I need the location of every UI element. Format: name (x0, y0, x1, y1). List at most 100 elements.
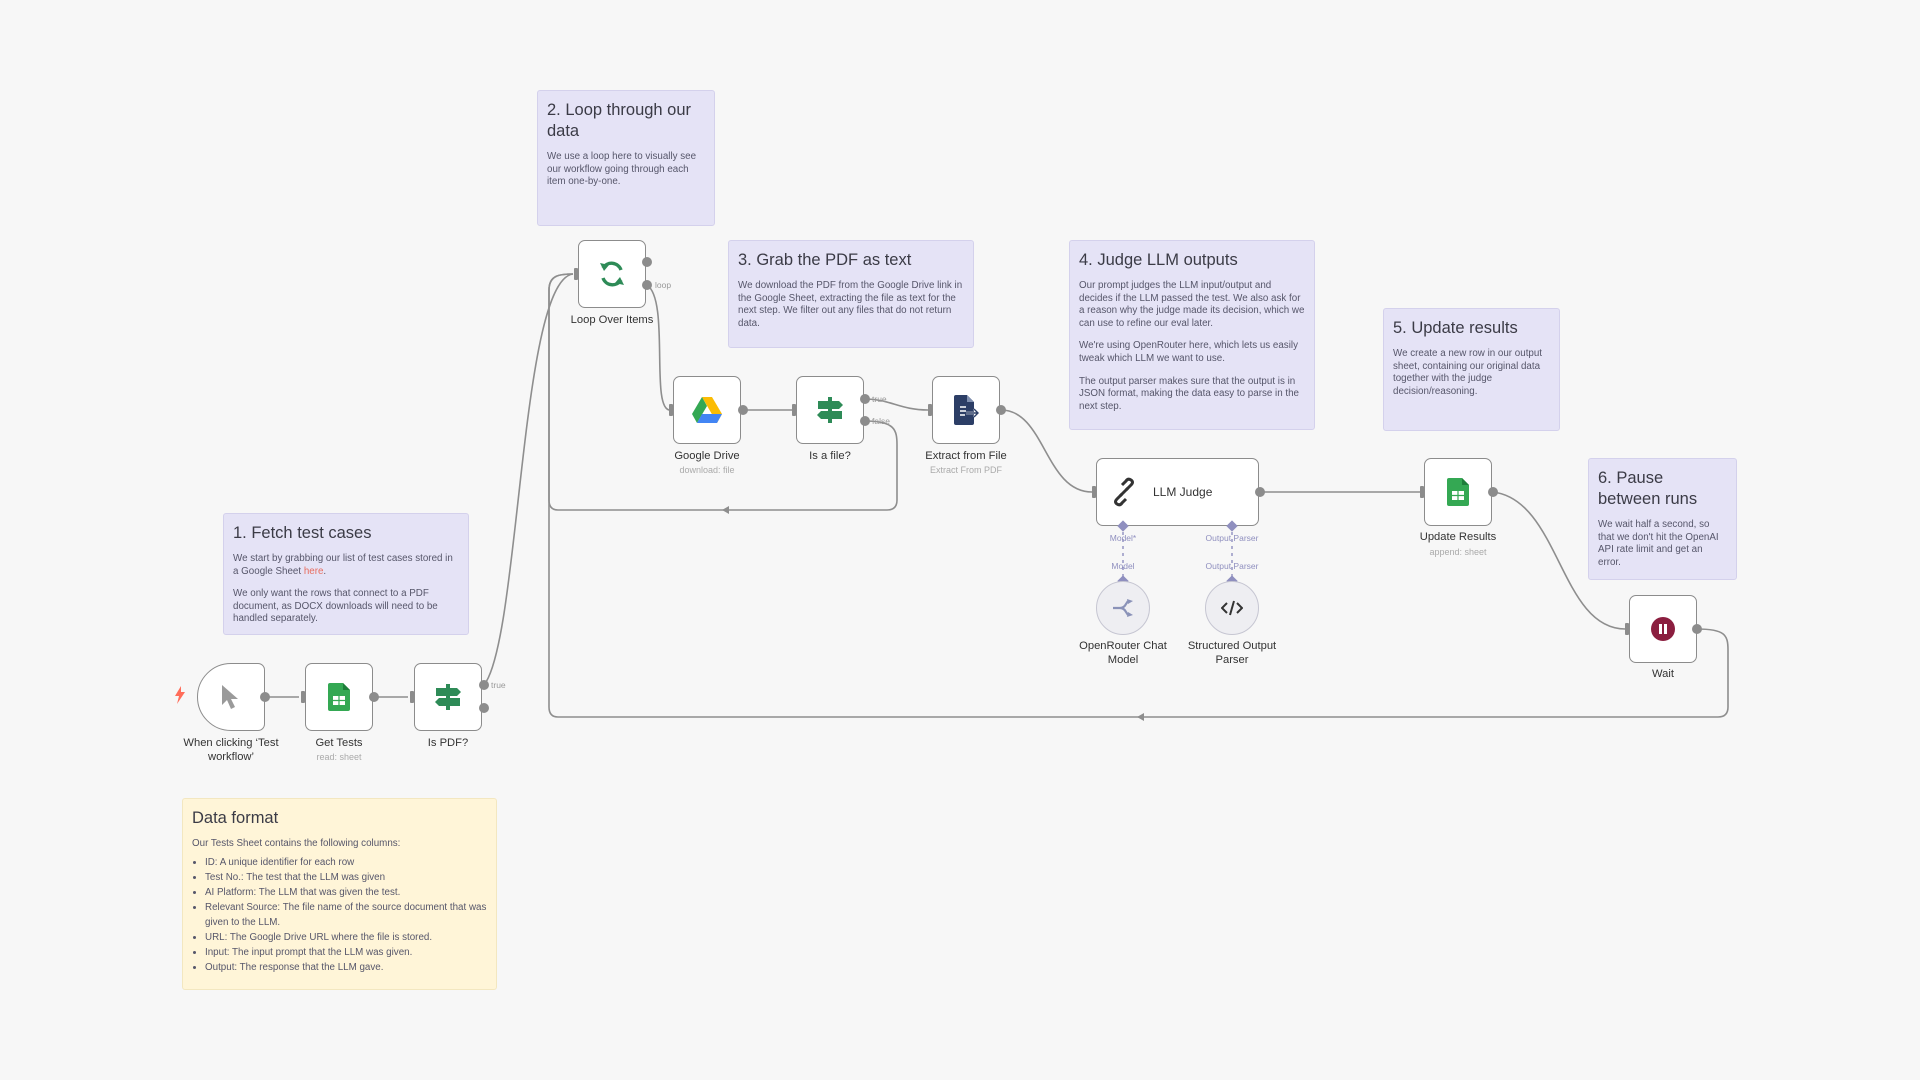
list-item: Test No.: The test that the LLM was give… (205, 870, 487, 885)
update-output-port[interactable] (1488, 487, 1498, 497)
is-file-false-port[interactable] (860, 416, 870, 426)
node-label-extract: Extract from File (925, 450, 1007, 462)
node-label-llm-judge: LLM Judge (1153, 485, 1213, 499)
node-is-a-file[interactable] (796, 376, 864, 444)
node-llm-judge[interactable]: LLM Judge (1096, 458, 1259, 526)
openrouter-tag: Model (1111, 561, 1135, 571)
node-wait[interactable] (1629, 595, 1697, 663)
sticky-data-format-intro: Our Tests Sheet contains the following c… (192, 838, 401, 849)
sticky-loop-body: We use a loop here to visually see our w… (547, 151, 697, 188)
sticky-pause-body: We wait half a second, so that we don't … (1598, 519, 1719, 568)
wait-input-port[interactable] (1625, 623, 1629, 635)
parser-tag: Output Parser (1205, 561, 1259, 571)
sticky-fetch-p2: We only want the rows that connect to a … (233, 588, 438, 625)
sticky-fetch[interactable]: 1. Fetch test cases We start by grabbing… (223, 513, 469, 635)
sticky-loop-title: 2. Loop through our data (547, 101, 692, 140)
judge-model-tag: Model* (1109, 533, 1137, 543)
cursor-icon (218, 683, 244, 711)
node-label-wait: Wait (1652, 668, 1674, 680)
extract-input-port[interactable] (928, 404, 932, 416)
list-item: Input: The input prompt that the LLM was… (205, 945, 487, 960)
sticky-fetch-p1-text: We start by grabbing our list of test ca… (233, 553, 453, 577)
loop-input-port[interactable] (574, 268, 578, 280)
node-sub-drive: download: file (679, 465, 735, 475)
sticky-judge[interactable]: 4. Judge LLM outputs Our prompt judges t… (1069, 240, 1315, 430)
connection-loop-to-drive (646, 284, 671, 411)
sticky-pause[interactable]: 6. Pause between runs We wait half a sec… (1588, 458, 1737, 580)
loop-loop-port[interactable] (642, 280, 652, 290)
sticky-grab[interactable]: 3. Grab the PDF as text We download the … (728, 240, 974, 348)
list-item: URL: The Google Drive URL where the file… (205, 930, 487, 945)
judge-input-port[interactable] (1092, 486, 1096, 498)
judge-output-port[interactable] (1255, 487, 1265, 497)
code-brackets-icon (1221, 600, 1243, 616)
sticky-loop[interactable]: 2. Loop through our data We use a loop h… (537, 90, 715, 226)
wait-output-port[interactable] (1692, 624, 1702, 634)
pause-icon (1650, 616, 1676, 642)
sticky-judge-p3: The output parser makes sure that the ou… (1079, 375, 1299, 412)
get-tests-input-port[interactable] (301, 691, 305, 703)
node-label-is-pdf: Is PDF? (427, 737, 469, 749)
node-sub-extract: Extract From PDF (929, 465, 1003, 475)
node-get-tests[interactable] (305, 663, 373, 731)
node-label-drive: Google Drive (674, 450, 740, 462)
sticky-judge-p2: We're using OpenRouter here, which lets … (1079, 340, 1298, 364)
is-file-true-tag: true (872, 394, 887, 404)
is-pdf-true-tag: true (491, 680, 506, 690)
node-google-drive[interactable] (673, 376, 741, 444)
sticky-fetch-title: 1. Fetch test cases (233, 524, 372, 542)
node-openrouter-chat-model[interactable] (1096, 581, 1150, 635)
sticky-judge-p1: Our prompt judges the LLM input/output a… (1079, 280, 1305, 329)
list-item: AI Platform: The LLM that was given the … (205, 885, 487, 900)
loop-arrows-icon (597, 259, 627, 289)
node-label-openrouter: OpenRouter Chat Model (1079, 640, 1167, 666)
sticky-update[interactable]: 5. Update results We create a new row in… (1383, 308, 1560, 431)
node-update-results[interactable] (1424, 458, 1492, 526)
list-item: Relevant Source: The file name of the so… (205, 900, 487, 930)
extract-output-port[interactable] (996, 405, 1006, 415)
google-sheets-icon (328, 683, 350, 711)
file-export-icon (952, 395, 980, 425)
sticky-grab-title: 3. Grab the PDF as text (738, 251, 912, 269)
signpost-icon (815, 395, 845, 425)
node-label-loop: Loop Over Items (570, 314, 654, 326)
sticky-update-title: 5. Update results (1393, 319, 1518, 337)
is-file-true-port[interactable] (860, 394, 870, 404)
node-sub-update: append: sheet (1429, 547, 1487, 557)
google-drive-icon (692, 396, 722, 424)
is-file-false-tag: false (872, 416, 890, 426)
is-pdf-true-port[interactable] (479, 680, 489, 690)
is-pdf-false-port[interactable] (479, 703, 489, 713)
drive-input-port[interactable] (669, 404, 673, 416)
openrouter-icon (1112, 599, 1134, 617)
node-label-is-file: Is a file? (809, 450, 851, 462)
list-item: ID: A unique identifier for each row (205, 855, 487, 870)
node-extract-from-file[interactable] (932, 376, 1000, 444)
node-manual-trigger[interactable] (197, 663, 265, 731)
judge-parser-tag: Output Parser (1205, 533, 1259, 543)
update-input-port[interactable] (1420, 486, 1424, 498)
sticky-grab-body: We download the PDF from the Google Driv… (738, 280, 963, 329)
is-file-input-port[interactable] (792, 404, 796, 416)
sticky-pause-title: 6. Pause between runs (1598, 469, 1698, 508)
sticky-update-body: We create a new row in our output sheet,… (1393, 348, 1543, 397)
node-label-parser: Structured Output Parser (1187, 640, 1277, 666)
is-pdf-input-port[interactable] (410, 691, 414, 703)
node-loop-over-items[interactable] (578, 240, 646, 308)
sticky-data-format[interactable]: Data format Our Tests Sheet contains the… (182, 798, 497, 990)
node-is-pdf[interactable] (414, 663, 482, 731)
sticky-fetch-p1-end: . (323, 565, 327, 577)
trigger-output-port[interactable] (260, 692, 270, 702)
drive-output-port[interactable] (738, 405, 748, 415)
loop-loop-tag: loop (655, 280, 672, 290)
get-tests-output-port[interactable] (369, 692, 379, 702)
google-sheet-link[interactable]: here (303, 565, 324, 577)
signpost-icon (433, 682, 463, 712)
data-format-list: ID: A unique identifier for each row Tes… (192, 855, 487, 975)
sticky-judge-title: 4. Judge LLM outputs (1079, 251, 1238, 269)
node-label-update: Update Results (1419, 531, 1497, 543)
node-structured-output-parser[interactable] (1205, 581, 1259, 635)
loop-done-port[interactable] (642, 257, 652, 267)
sticky-data-format-title: Data format (192, 809, 279, 827)
